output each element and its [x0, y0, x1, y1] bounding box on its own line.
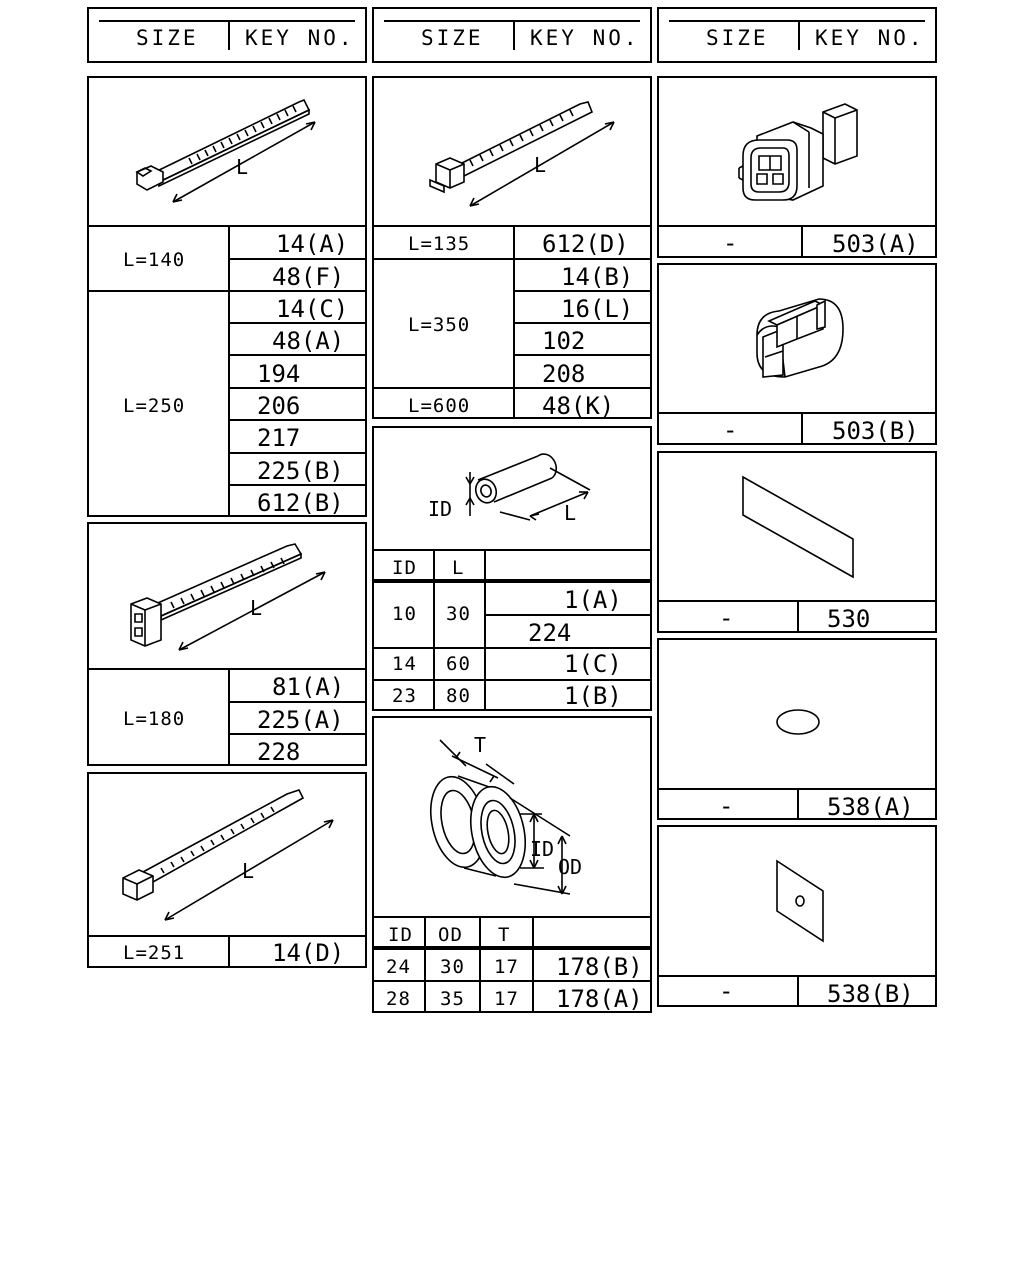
header-size-label: SIZE — [706, 26, 769, 50]
key-cell: 14(A) — [276, 230, 349, 258]
part-grommet: T ID OD ID OD T 24 30 17 178(B) 28 — [372, 716, 652, 1013]
size-cell: L=350 — [408, 314, 471, 336]
cell-t: 17 — [494, 956, 519, 978]
part-cable-tie-d: L L=135 612(D) L=350 14(B) 16(L) 102 208… — [372, 76, 652, 419]
key-cell: 228 — [257, 738, 301, 766]
key-cell: 16(L) — [561, 295, 634, 323]
cell-od: 30 — [440, 956, 465, 978]
column-header: T — [498, 924, 511, 946]
part-tube: ID L ID L 10 30 1(A) 224 14 60 1(C) 23 8… — [372, 426, 652, 711]
size-cell: L=600 — [408, 395, 471, 417]
size-cell: - — [723, 416, 738, 444]
header-key-label: KEY NO. — [530, 26, 640, 50]
key-cell: 48(K) — [542, 392, 615, 420]
cable-tie-long-icon: L — [89, 774, 369, 936]
length-label: L — [236, 155, 248, 179]
length-label: L — [564, 501, 576, 525]
cable-tie-push-mount-icon: L — [374, 78, 654, 226]
part-connector: - 503(A) — [657, 76, 937, 258]
thickness-label: T — [474, 733, 486, 757]
column-header: L — [452, 557, 465, 579]
key-cell: 194 — [257, 360, 301, 388]
column-header: ID — [388, 924, 413, 946]
cell-length: 60 — [446, 653, 471, 675]
key-cell: 225(B) — [257, 457, 344, 485]
size-cell: - — [719, 604, 734, 632]
cell-id: 14 — [392, 653, 417, 675]
header-size-label: SIZE — [136, 26, 199, 50]
cell-id: 23 — [392, 685, 417, 707]
column-header: ID — [392, 557, 417, 579]
part-cable-tie-a: L L=140 14(A) 48(F) L=250 14(C) 48(A) 19… — [87, 76, 367, 517]
cell-id: 24 — [386, 956, 411, 978]
tube-icon: ID L — [428, 428, 654, 525]
connector-icon — [659, 78, 939, 226]
outer-diameter-label: OD — [558, 855, 582, 879]
key-cell: 48(A) — [272, 327, 345, 355]
inner-diameter-label: ID — [530, 837, 554, 861]
plug-icon — [659, 640, 939, 788]
key-cell: 217 — [257, 424, 301, 452]
key-cell: 1(A) — [564, 586, 622, 614]
header-col1: SIZE KEY NO. — [87, 7, 367, 63]
key-cell: 503(B) — [832, 417, 919, 445]
length-label: L — [250, 596, 262, 620]
pad-icon — [659, 827, 939, 975]
key-cell: 81(A) — [272, 673, 345, 701]
tape-icon — [659, 453, 939, 601]
header-key-label: KEY NO. — [245, 26, 355, 50]
cell-id: 10 — [392, 603, 417, 625]
size-cell: - — [719, 977, 734, 1005]
key-cell: 178(A) — [556, 985, 643, 1013]
part-pad: - 538(B) — [657, 825, 937, 1007]
grommet-icon: T ID OD — [374, 733, 582, 918]
key-cell: 530 — [827, 605, 871, 633]
key-cell: 102 — [542, 327, 586, 355]
length-label: L — [242, 859, 254, 883]
cell-length: 30 — [446, 603, 471, 625]
size-cell: L=135 — [408, 233, 471, 255]
key-cell: 14(C) — [276, 295, 349, 323]
key-cell: 1(C) — [564, 650, 622, 678]
key-cell: 14(D) — [272, 939, 345, 967]
cap-icon — [659, 265, 939, 413]
key-cell: 612(B) — [257, 489, 344, 517]
cable-tie-mount-icon: L — [89, 524, 369, 670]
key-cell: 612(D) — [542, 230, 629, 258]
size-cell: - — [719, 792, 734, 820]
key-cell: 224 — [528, 619, 572, 647]
header-size-label: SIZE — [421, 26, 484, 50]
part-plug: - 538(A) — [657, 638, 937, 820]
key-cell: 1(B) — [564, 682, 622, 710]
part-cap: - 503(B) — [657, 263, 937, 445]
size-cell: L=250 — [123, 395, 186, 417]
header-col2: SIZE KEY NO. — [372, 7, 652, 63]
column-header: OD — [438, 924, 463, 946]
part-tape: - 530 — [657, 451, 937, 633]
length-label: L — [534, 153, 546, 177]
key-cell: 503(A) — [832, 230, 919, 258]
cell-id: 28 — [386, 988, 411, 1010]
cell-od: 35 — [440, 988, 465, 1010]
size-cell: - — [723, 229, 738, 257]
header-col3: SIZE KEY NO. — [657, 7, 937, 63]
cable-tie-icon: L — [89, 78, 369, 226]
part-cable-tie-c: L L=251 14(D) — [87, 772, 367, 968]
cell-t: 17 — [494, 988, 519, 1010]
size-cell: L=251 — [123, 942, 186, 964]
header-key-label: KEY NO. — [815, 26, 925, 50]
cell-length: 80 — [446, 685, 471, 707]
key-cell: 48(F) — [272, 263, 345, 291]
key-cell: 225(A) — [257, 706, 344, 734]
size-cell: L=140 — [123, 249, 186, 271]
key-cell: 538(B) — [827, 980, 914, 1008]
key-cell: 538(A) — [827, 793, 914, 821]
inner-diameter-label: ID — [428, 497, 452, 521]
key-cell: 14(B) — [561, 263, 634, 291]
key-cell: 208 — [542, 360, 586, 388]
key-cell: 178(B) — [556, 953, 643, 981]
key-cell: 206 — [257, 392, 301, 420]
size-cell: L=180 — [123, 708, 186, 730]
part-cable-tie-b: L L=180 81(A) 225(A) 228 — [87, 522, 367, 766]
